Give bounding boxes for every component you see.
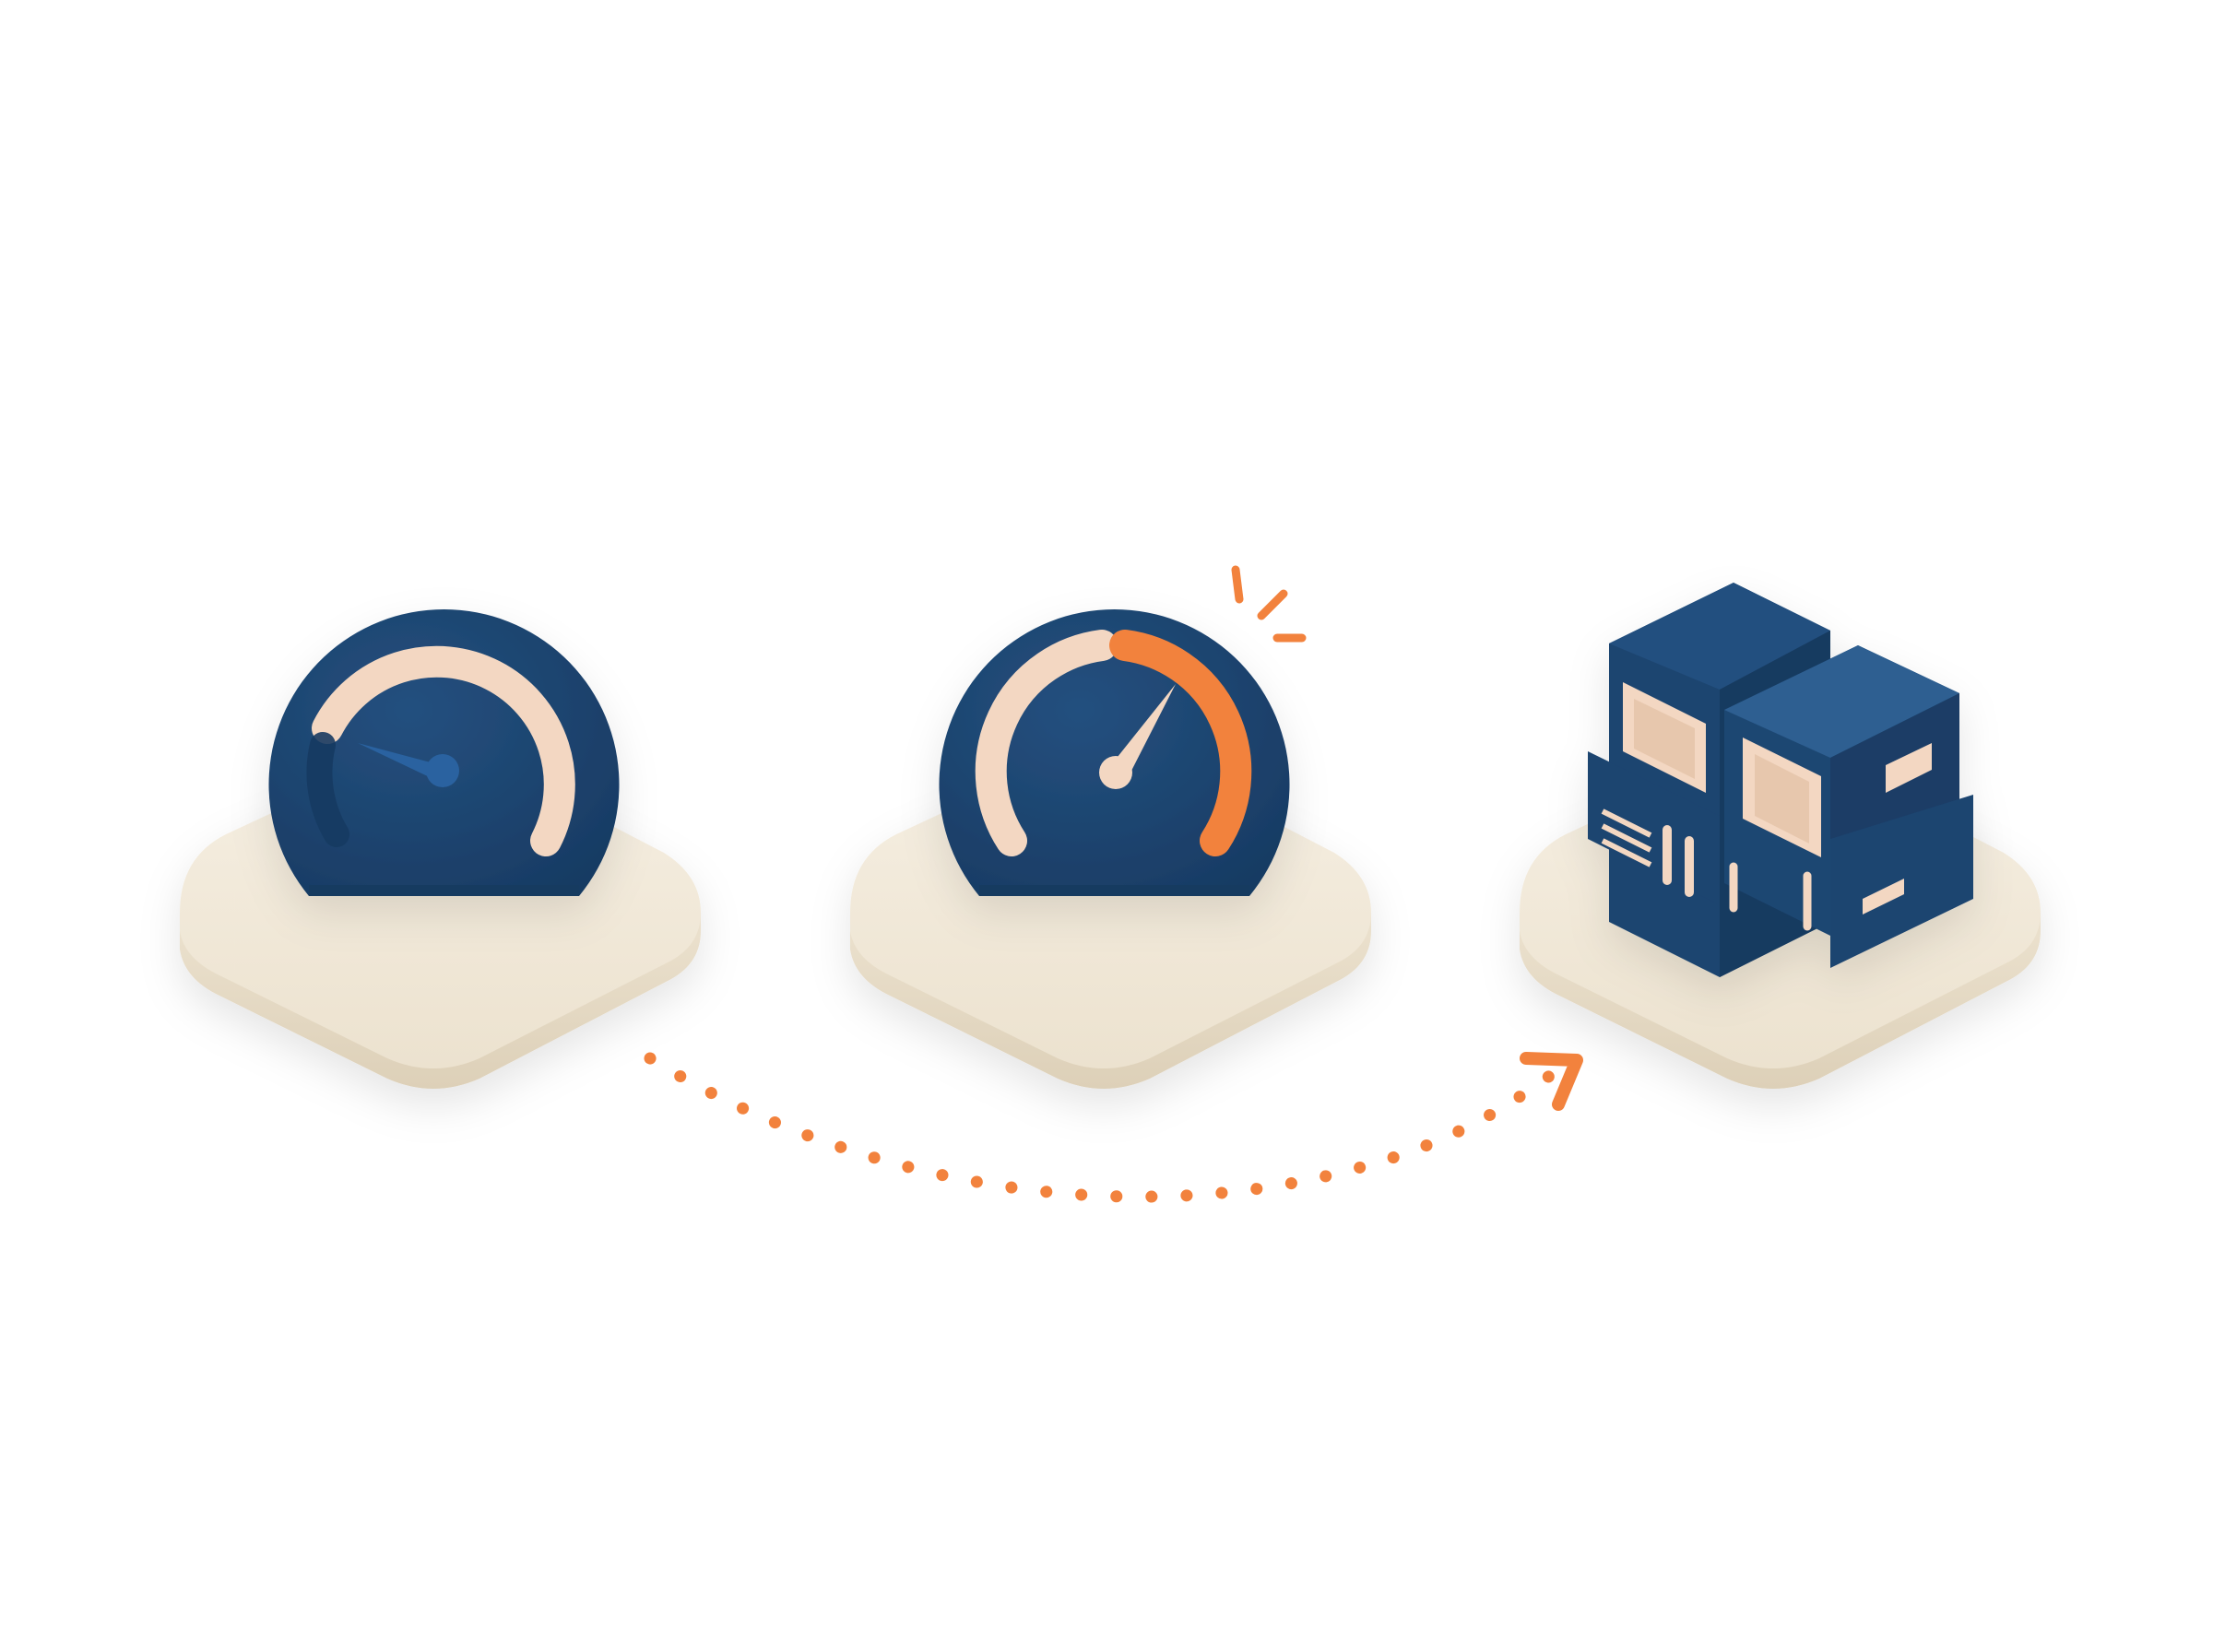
dotted-arrow-icon — [644, 1052, 1583, 1203]
speedometer-low-icon — [268, 609, 620, 896]
speedometer-high-icon — [939, 609, 1290, 896]
buildings-icon — [1588, 583, 1973, 977]
spark-icon — [1231, 565, 1307, 643]
